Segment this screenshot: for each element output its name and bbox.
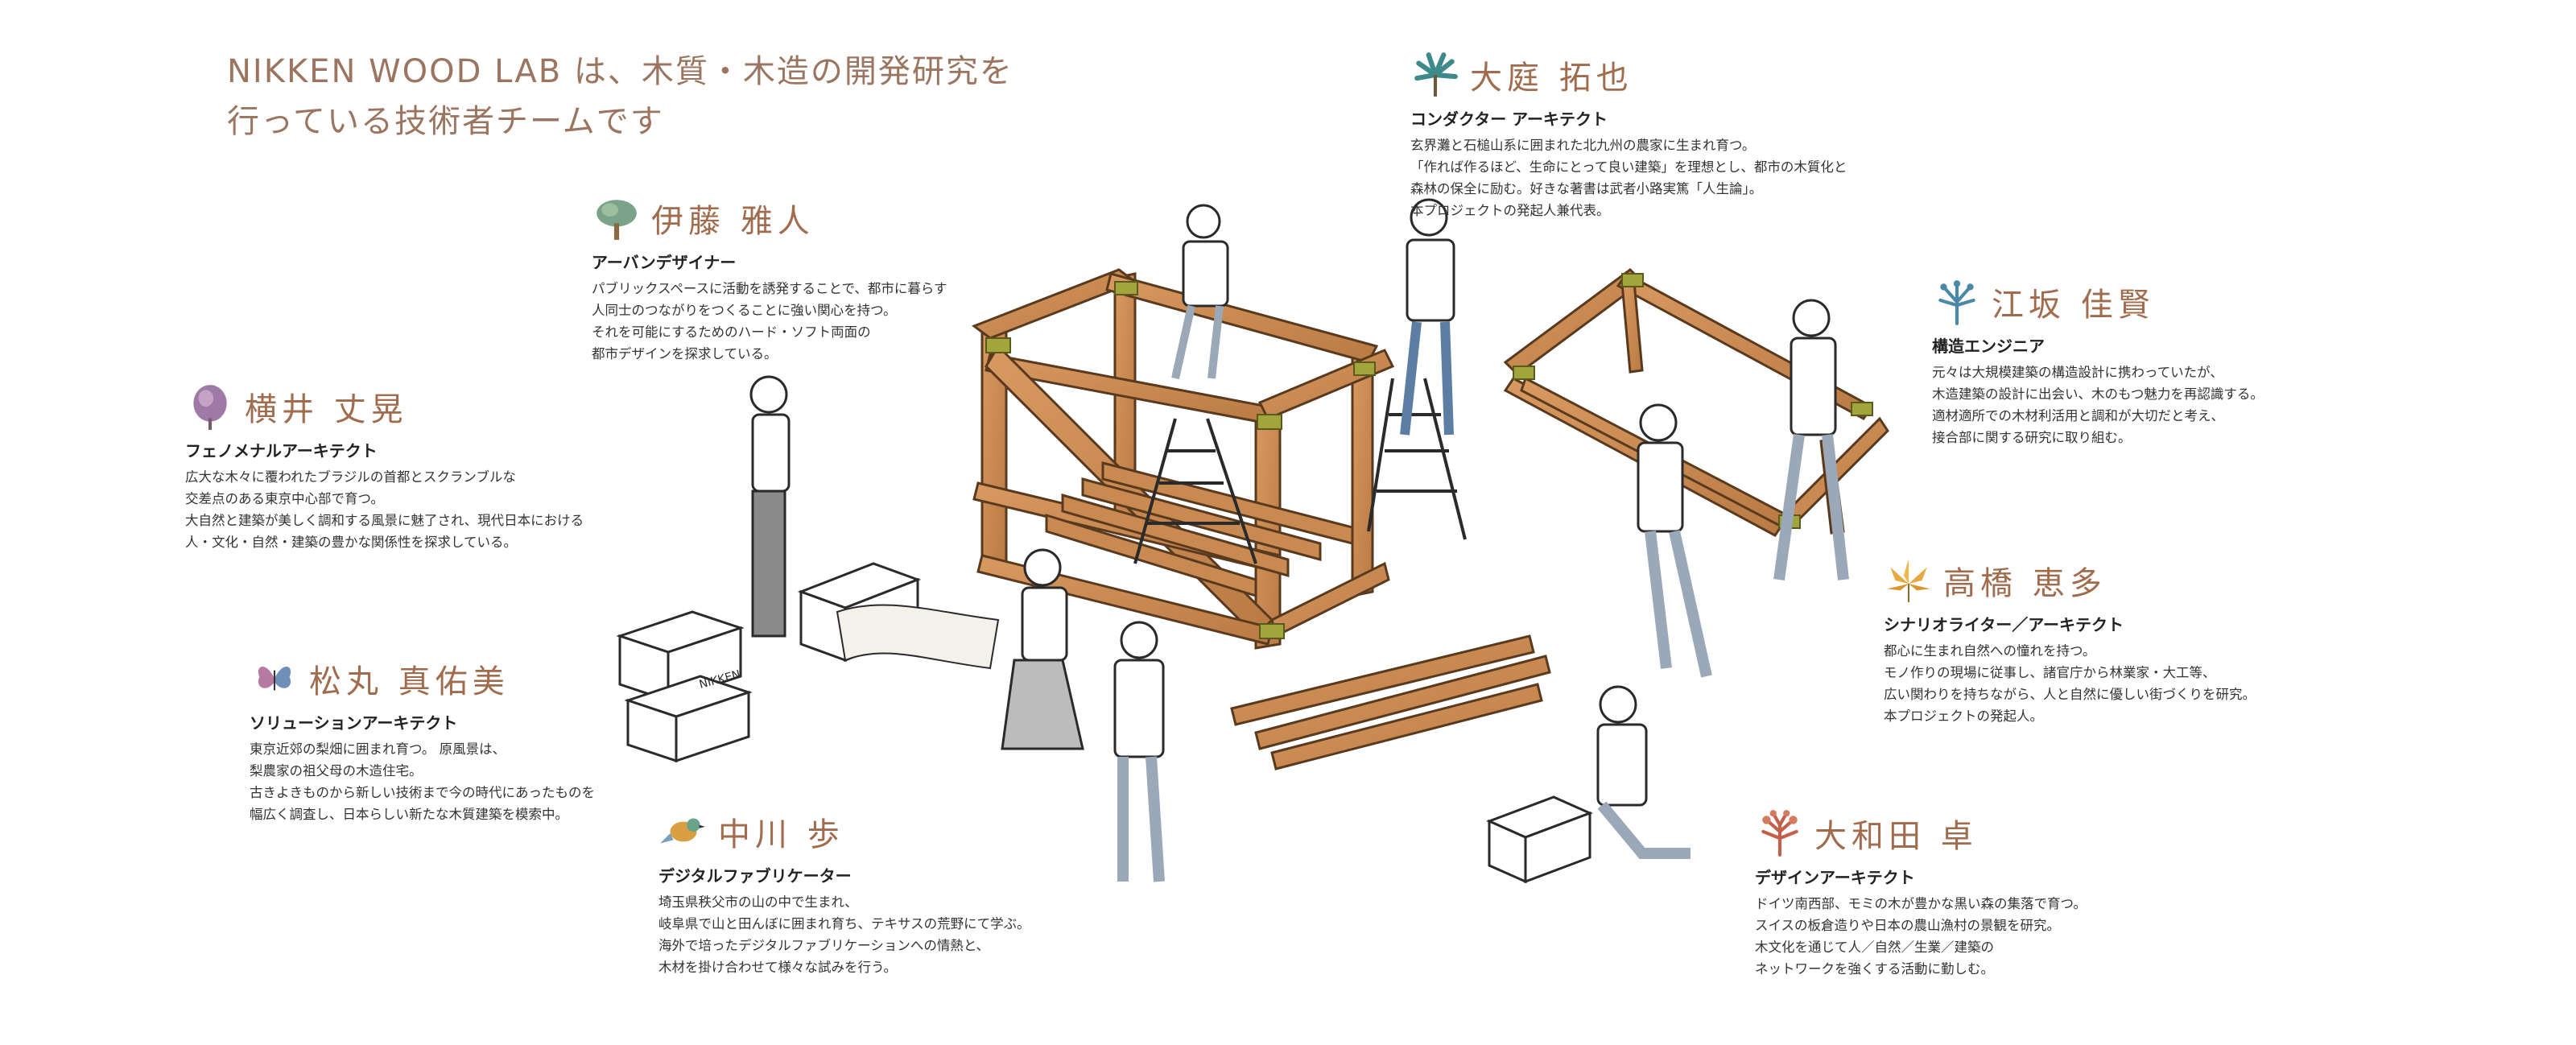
bio-line: 木造建築の設計に出会い、木のもつ魅力を再認識する。 <box>1932 386 2264 402</box>
tree-icon <box>597 200 637 240</box>
bio-line: 元々は大規模建築の構造設計に携わっていたが、 <box>1932 365 2223 380</box>
member-role: ソリューションアーキテクト <box>250 713 458 733</box>
member-owada: 大和田 卓 デザインアーキテクト ドイツ南西部、モミの木が豊かな黒い森の集落で育… <box>1755 805 2087 980</box>
member-name: 高橋 恵多 <box>1943 565 2107 602</box>
bio-line: 適材適所での木材利活用と調和が大切だと考え、 <box>1932 408 2224 423</box>
bio-line: 広大な木々に覆われたブラジルの首都とスクランブルな <box>185 469 516 485</box>
member-role: 構造エンジニア <box>1932 337 2045 356</box>
bio-line: パブリックスペースに活動を誘発することで、都市に暮らす <box>592 281 947 296</box>
bio-line: ネットワークを強くする活動に勤しむ。 <box>1755 961 1994 977</box>
member-bio: パブリックスペースに活動を誘発することで、都市に暮らす 人同士のつながりをつくる… <box>592 278 947 365</box>
member-bio: ドイツ南西部、モミの木が豊かな黒い森の集落で育つ。 スイスの板倉造りや日本の農山… <box>1755 893 2087 980</box>
bio-line: 梨農家の祖父母の木造住宅。 <box>250 763 423 779</box>
member-role: フェノメナルアーキテクト <box>185 441 378 461</box>
member-matsumaru: 松丸 真佑美 ソリューションアーキテクト 東京近郊の梨畑に囲まれ育つ。 原風景は… <box>250 651 595 825</box>
toolbox <box>1486 795 1593 884</box>
member-name: 横井 丈晃 <box>245 391 408 428</box>
bio-line: 海外で培ったデジタルファブリケーションへの情熱と、 <box>658 938 990 953</box>
bird-icon <box>660 818 705 844</box>
bio-line: それを可能にするためのハード・ソフト両面の <box>592 324 871 340</box>
headline-line-2: 行っている技術者チームです <box>227 103 664 140</box>
tree-icon <box>193 385 227 430</box>
member-nakagawa: 中川 歩 デジタルファブリケーター 埼玉県秩父市の山の中で生まれ、 岐阜県で山と… <box>658 803 1030 978</box>
people-figures <box>749 198 1849 882</box>
palm-icon <box>1414 52 1458 97</box>
storage-boxes <box>616 562 922 763</box>
leaf-icon <box>1887 559 1930 602</box>
bio-line: 木文化を通じて人／自然／生業／建築の <box>1755 940 1994 955</box>
member-takahashi: 高橋 恵多 シナリオライター／アーキテクト 都心に生まれ自然への憧れを持つ。 モ… <box>1884 552 2256 727</box>
member-yokoi: 横井 丈晃 フェノメナルアーキテクト 広大な木々に覆われたブラジルの首都とスクラ… <box>185 378 584 553</box>
rolled-paper <box>836 604 1000 670</box>
bio-line: 埼玉県秩父市の山の中で生まれ、 <box>658 894 858 910</box>
member-role: デザインアーキテクト <box>1755 868 1915 887</box>
bio-line: 本プロジェクトの発起人兼代表。 <box>1410 203 1610 218</box>
bio-line: 接合部に関する研究に取り組む。 <box>1932 430 2132 445</box>
bio-line: スイスの板倉造りや日本の農山漁村の景観を研究。 <box>1755 918 2061 933</box>
bio-line: 森林の保全に励む。好きな著書は武者小路実篤「人生論」。 <box>1410 181 1763 196</box>
member-role: コンダクター アーキテクト <box>1410 109 1608 129</box>
tree-icon <box>1761 810 1798 857</box>
member-role: デジタルファブリケーター <box>658 866 852 886</box>
member-name: 中川 歩 <box>718 816 844 853</box>
bio-line: 都心に生まれ自然への憧れを持つ。 <box>1884 643 2096 659</box>
member-name: 松丸 真佑美 <box>309 663 510 700</box>
page-headline: NIKKEN WOOD LAB は、木質・木造の開発研究を 行っている技術者チー… <box>227 47 1013 147</box>
butterfly-icon <box>258 666 291 691</box>
bio-line: 木材を掛け合わせて様々な試みを行う。 <box>658 960 898 975</box>
member-name: 大和田 卓 <box>1814 818 1978 855</box>
member-role: アーバンデザイナー <box>592 253 737 272</box>
bio-line: 本プロジェクトの発起人。 <box>1884 708 2043 724</box>
member-ito: 伊藤 雅人 アーバンデザイナー パブリックスペースに活動を誘発することで、都市に… <box>592 190 947 365</box>
member-bio: 東京近郊の梨畑に囲まれ育つ。 原風景は、 梨農家の祖父母の木造住宅。 古きよきも… <box>250 738 595 825</box>
bio-line: モノ作りの現場に従事し、諸官庁から林業家・大工等、 <box>1884 665 2216 680</box>
bio-line: 都市デザインを探求している。 <box>592 346 778 361</box>
bio-line: 「作れば作るほど、生命にとって良い建築」を理想とし、都市の木質化と <box>1410 159 1847 175</box>
bio-line: 玄界灘と石槌山系に囲まれた北九州の農家に生まれ育つ。 <box>1410 138 1756 153</box>
bio-line: 東京近郊の梨畑に囲まれ育つ。 原風景は、 <box>250 741 506 757</box>
member-oba: 大庭 拓也 コンダクター アーキテクト 玄界灘と石槌山系に囲まれた北九州の農家に… <box>1410 47 1847 221</box>
member-bio: 元々は大規模建築の構造設計に携わっていたが、 木造建築の設計に出会い、木のもつ魅… <box>1932 361 2264 448</box>
bio-line: 古きよきものから新しい技術まで今の時代にあったものを <box>250 785 595 800</box>
bio-line: 人同士のつながりをつくることに強い関心を持つ。 <box>592 303 897 318</box>
member-role: シナリオライター／アーキテクト <box>1884 615 2124 634</box>
bio-line: 大自然と建築が美しく調和する風景に魅了され、現代日本における <box>185 513 584 528</box>
member-name: 江坂 佳賢 <box>1992 287 2155 324</box>
tree-icon <box>1938 280 1975 325</box>
member-bio: 玄界灘と石槌山系に囲まれた北九州の農家に生まれ育つ。 「作れば作るほど、生命にと… <box>1410 134 1847 221</box>
bio-line: 幅広く調査し、日本らしい新たな木質建築を模索中。 <box>250 807 568 822</box>
headline-line-1: NIKKEN WOOD LAB は、木質・木造の開発研究を <box>227 53 1013 90</box>
member-name: 伊藤 雅人 <box>651 203 815 240</box>
member-bio: 埼玉県秩父市の山の中で生まれ、 岐阜県で山と田んぼに囲まれ育ち、テキサスの荒野に… <box>658 891 1030 978</box>
bio-line: 交差点のある東京中心部で育つ。 <box>185 491 384 506</box>
ladders <box>1133 378 1467 564</box>
member-bio: 都心に生まれ自然への憧れを持つ。 モノ作りの現場に従事し、諸官庁から林業家・大工… <box>1884 640 2256 727</box>
timber-joints-left <box>985 281 1376 639</box>
member-name: 大庭 拓也 <box>1470 60 1633 97</box>
member-esaka: 江坂 佳賢 構造エンジニア 元々は大規模建築の構造設計に携わっていたが、 木造建… <box>1932 274 2264 448</box>
bio-line: 岐阜県で山と田んぼに囲まれ育ち、テキサスの荒野にて学ぶ。 <box>658 916 1030 931</box>
member-bio: 広大な木々に覆われたブラジルの首都とスクランブルな 交差点のある東京中心部で育つ… <box>185 466 584 553</box>
loose-planks <box>1230 634 1551 770</box>
bio-line: 人・文化・自然・建築の豊かな関係性を探求している。 <box>185 535 518 550</box>
bio-line: ドイツ南西部、モミの木が豊かな黒い森の集落で育つ。 <box>1755 896 2087 911</box>
bio-line: 広い関わりを持ちながら、人と自然に優しい街づくりを研究。 <box>1884 687 2256 702</box>
